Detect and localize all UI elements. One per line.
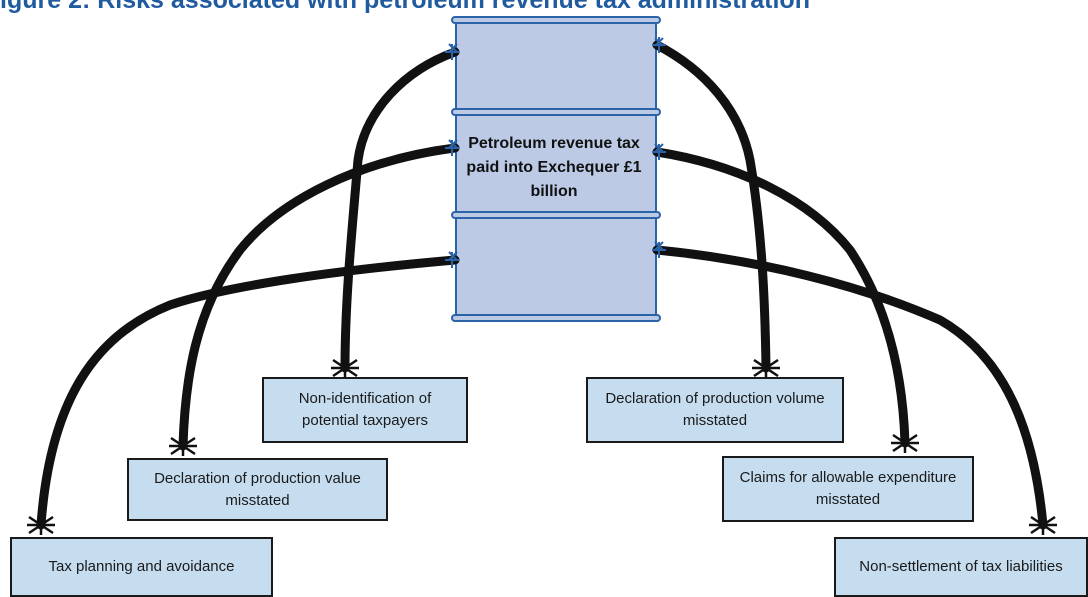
fuse-tax-planning xyxy=(36,255,460,530)
fuse-non-settlement xyxy=(652,245,1048,530)
spark-icon xyxy=(652,143,666,160)
spark-icon xyxy=(445,139,459,156)
figure-title: igure 2: Risks associated with petroleum… xyxy=(0,0,810,14)
spark-icon xyxy=(652,241,666,258)
barrel-rim-top xyxy=(451,16,661,24)
spark-icon xyxy=(652,37,666,53)
risk-box-non-identification: Non-identification of potential taxpayer… xyxy=(262,377,468,443)
fuse-production-value xyxy=(178,143,460,451)
spark-icon xyxy=(445,251,459,268)
fuse-allowable-expenditure xyxy=(652,147,910,448)
spark-icon xyxy=(331,356,359,378)
risk-box-non-settlement: Non-settlement of tax liabilities xyxy=(834,537,1088,597)
risk-box-production-value: Declaration of production value misstate… xyxy=(127,458,388,521)
spark-icon xyxy=(891,431,919,453)
barrel-hoop-1 xyxy=(451,108,661,116)
risk-box-tax-planning: Tax planning and avoidance xyxy=(10,537,273,597)
barrel xyxy=(451,16,661,322)
spark-icon xyxy=(752,356,780,378)
risk-box-production-volume: Declaration of production volume misstat… xyxy=(586,377,844,443)
spark-icon xyxy=(27,513,55,535)
barrel-label: Petroleum revenue tax paid into Excheque… xyxy=(466,135,642,200)
barrel-rim-bottom xyxy=(451,314,661,322)
spark-icon xyxy=(1029,513,1057,535)
fuse-non-identification xyxy=(340,47,460,373)
risk-box-allowable-expenditure: Claims for allowable expenditure misstat… xyxy=(722,456,974,522)
barrel-hoop-2 xyxy=(451,211,661,219)
fuse-production-volume xyxy=(652,40,771,373)
spark-icon xyxy=(445,43,459,60)
spark-icon xyxy=(169,434,197,456)
